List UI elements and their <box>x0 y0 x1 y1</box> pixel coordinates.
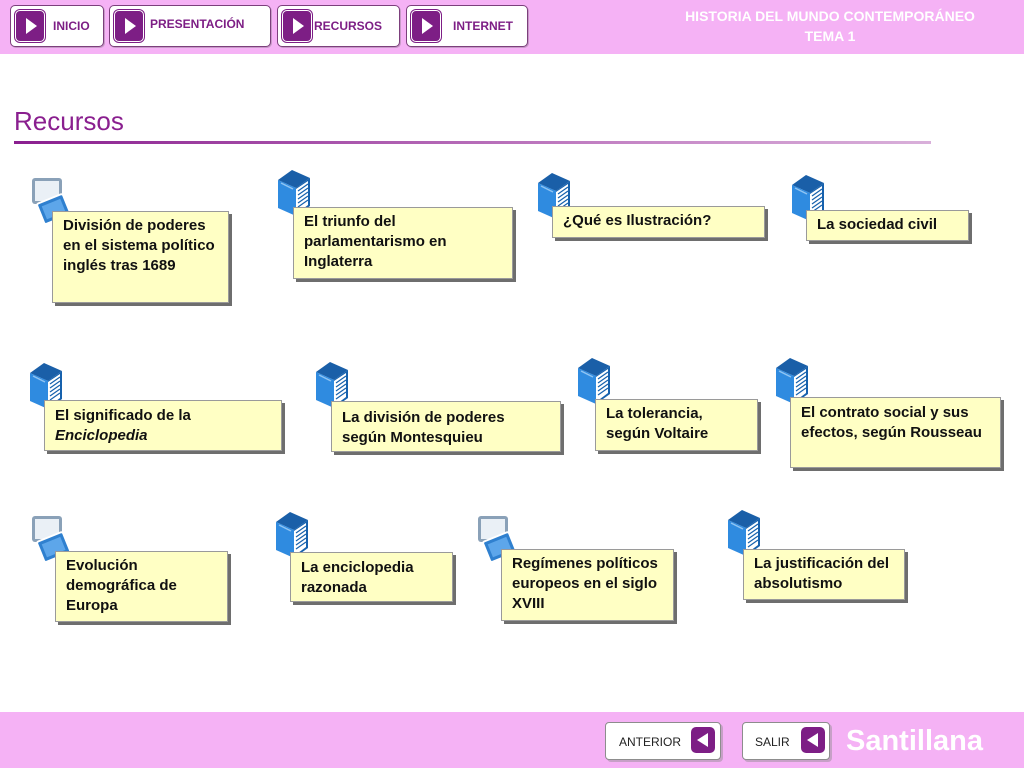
resource-card-label: ¿Qué es Ilustración? <box>563 212 712 229</box>
nav-internet-button[interactable]: INTERNET <box>406 5 528 47</box>
previous-button[interactable]: ANTERIOR <box>605 722 721 760</box>
resource-card-label: El contrato social y sus efectos, según … <box>801 404 982 441</box>
resource-card-enciclopedia-significado[interactable]: El significado de la Enciclopedia <box>44 400 282 451</box>
resource-card-sociedad-civil[interactable]: La sociedad civil <box>806 210 969 241</box>
exit-button[interactable]: SALIR <box>742 722 830 760</box>
resource-card-label: División de poderes en el sistema políti… <box>63 217 215 274</box>
bottom-bar <box>0 712 1024 768</box>
nav-recursos-label: RECURSOS <box>314 19 383 33</box>
course-title-line1: HISTORIA DEL MUNDO CONTEMPORÁNEO <box>685 8 975 24</box>
santillana-logo: Santillana <box>846 725 983 757</box>
resource-card-label: La enciclopedia razonada <box>301 559 414 596</box>
title-divider <box>14 141 931 144</box>
nav-internet-label: INTERNET <box>453 19 513 33</box>
resource-card-label: Regímenes políticos europeos en el siglo… <box>512 555 658 612</box>
resource-card-label: La justificación del absolutismo <box>754 555 890 592</box>
previous-label: ANTERIOR <box>619 735 682 749</box>
back-arrow-icon <box>801 727 825 753</box>
resource-card-division-poderes-ingles[interactable]: División de poderes en el sistema políti… <box>52 211 229 303</box>
resource-card-enciclopedia-razonada[interactable]: La enciclopedia razonada <box>290 552 453 602</box>
nav-presentacion-button[interactable]: PRESENTACIÓN <box>109 5 271 47</box>
resource-card-montesquieu[interactable]: La división de poderes según Montesquieu <box>331 401 561 452</box>
resource-card-label: El triunfo del parlamentarismo en Inglat… <box>304 213 447 270</box>
resource-card-absolutismo[interactable]: La justificación del absolutismo <box>743 549 905 600</box>
play-arrow-icon <box>15 10 45 42</box>
nav-recursos-button[interactable]: RECURSOS <box>277 5 400 47</box>
resource-card-label: El significado de la <box>55 407 191 424</box>
resource-card-label: Evolución demográfica de Europa <box>66 557 177 614</box>
nav-inicio-label: INICIO <box>53 19 90 33</box>
exit-label: SALIR <box>755 735 790 749</box>
resource-card-label: La división de poderes según Montesquieu <box>342 409 505 446</box>
resource-card-label-italic: Enciclopedia <box>55 427 148 444</box>
resource-card-voltaire[interactable]: La tolerancia, según Voltaire <box>595 399 758 451</box>
resource-card-label: La tolerancia, según Voltaire <box>606 405 709 442</box>
course-title: HISTORIA DEL MUNDO CONTEMPORÁNEO TEMA 1 <box>640 6 1020 46</box>
play-arrow-icon <box>114 10 144 42</box>
resource-card-parlamentarismo[interactable]: El triunfo del parlamentarismo en Inglat… <box>293 207 513 279</box>
resource-card-regimenes-politicos[interactable]: Regímenes políticos europeos en el siglo… <box>501 549 674 621</box>
course-title-line2: TEMA 1 <box>804 28 856 44</box>
back-arrow-icon <box>691 727 715 753</box>
nav-presentacion-label: PRESENTACIÓN <box>150 17 245 31</box>
resource-card-que-es-ilustracion[interactable]: ¿Qué es Ilustración? <box>552 206 765 238</box>
page-title: Recursos <box>14 106 124 136</box>
nav-inicio-button[interactable]: INICIO <box>10 5 104 47</box>
resource-card-evolucion-demografica[interactable]: Evolución demográfica de Europa <box>55 551 228 622</box>
play-arrow-icon <box>282 10 312 42</box>
resource-card-label: La sociedad civil <box>817 216 938 233</box>
resource-card-rousseau[interactable]: El contrato social y sus efectos, según … <box>790 397 1001 468</box>
play-arrow-icon <box>411 10 441 42</box>
